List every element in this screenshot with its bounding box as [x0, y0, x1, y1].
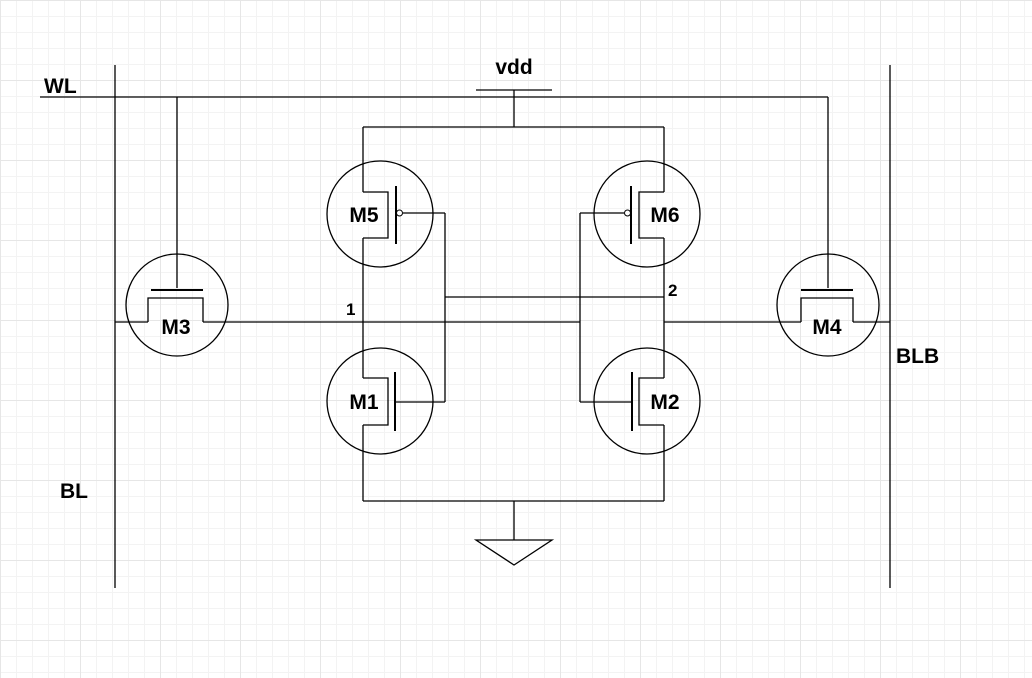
- transistor-m5: M5: [326, 160, 434, 268]
- transistor-m2: M2: [593, 347, 701, 455]
- m2-label: M2: [650, 391, 679, 414]
- transistor-m3: M3: [125, 253, 229, 357]
- transistor-m4: M4: [776, 253, 880, 357]
- node1-label: 1: [346, 300, 355, 319]
- bl-label: BL: [60, 480, 88, 503]
- m4-label: M4: [812, 316, 841, 339]
- wl-label: WL: [44, 75, 77, 98]
- blb-label: BLB: [896, 345, 939, 368]
- vdd-supply-symbol: [476, 89, 552, 127]
- node2-label: 2: [668, 281, 677, 300]
- m1-label: M1: [349, 391, 378, 414]
- m3-label: M3: [161, 316, 190, 339]
- transistor-m1: M1: [326, 347, 434, 455]
- m6-label: M6: [650, 204, 679, 227]
- ground-symbol: [473, 501, 555, 566]
- vdd-label: vdd: [495, 56, 532, 79]
- m5-label: M5: [349, 204, 378, 227]
- transistor-m6: M6: [593, 160, 701, 268]
